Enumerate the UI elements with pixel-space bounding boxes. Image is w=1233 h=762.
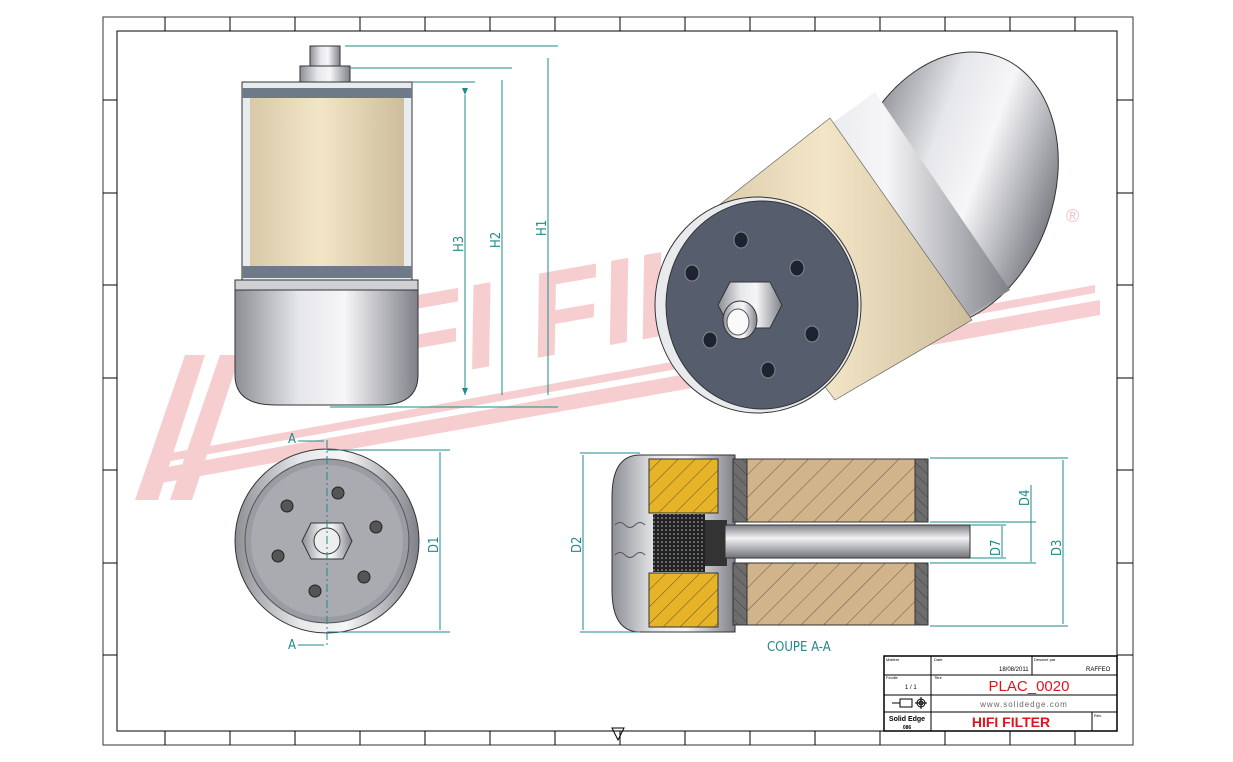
inner-border bbox=[116, 30, 1118, 732]
section-label: COUPE A-A bbox=[767, 640, 831, 655]
dim-d7: D7 bbox=[989, 540, 1004, 556]
title-value: PLAC_0020 bbox=[989, 678, 1070, 695]
front-view bbox=[234, 45, 419, 406]
title-block: Matière Date 18/08/2011 Dessiné par RAFF… bbox=[883, 655, 1118, 732]
date-value: 18/08/2011 bbox=[999, 667, 1029, 673]
centering-mark-icon bbox=[611, 727, 625, 742]
border-zone-ticks bbox=[103, 17, 1133, 745]
projection-symbol-icon bbox=[892, 697, 927, 709]
dim-d3: D3 bbox=[1050, 540, 1065, 556]
title-label: Titre bbox=[934, 675, 943, 680]
dim-h3: H3 bbox=[452, 236, 467, 252]
software-version: 086 bbox=[903, 725, 912, 731]
revision-label: Rév. bbox=[1094, 713, 1102, 718]
section-dimensions: D2 D3 D4 D7 COUPE A-A bbox=[570, 452, 1068, 655]
date-label: Date bbox=[934, 657, 943, 662]
software-name: Solid Edge bbox=[889, 716, 925, 723]
section-view-a-a bbox=[611, 454, 971, 633]
section-marker-bottom: A bbox=[288, 638, 296, 653]
drawn-by-value: RAFFEO bbox=[1086, 667, 1111, 673]
company-name: HIFI FILTER bbox=[972, 714, 1050, 730]
bottom-view: A A D1 bbox=[234, 432, 450, 653]
dim-d4: D4 bbox=[1018, 490, 1033, 506]
dim-h2: H2 bbox=[489, 232, 504, 248]
dim-d1: D1 bbox=[427, 537, 442, 553]
website: www.solidedge.com bbox=[979, 700, 1068, 709]
sheet-label: Feuille bbox=[886, 675, 899, 680]
drawn-by-label: Dessiné par bbox=[1034, 657, 1056, 662]
height-dimensions: H3 H2 H1 bbox=[330, 45, 558, 408]
sheet-value: 1 / 1 bbox=[905, 685, 917, 691]
isometric-view bbox=[654, 51, 1059, 414]
dim-h1: H1 bbox=[535, 220, 550, 236]
material-label: Matière bbox=[886, 657, 900, 662]
registered-mark: ® bbox=[1066, 206, 1079, 226]
section-marker-top: A bbox=[288, 432, 296, 447]
dim-d2: D2 bbox=[570, 537, 585, 553]
